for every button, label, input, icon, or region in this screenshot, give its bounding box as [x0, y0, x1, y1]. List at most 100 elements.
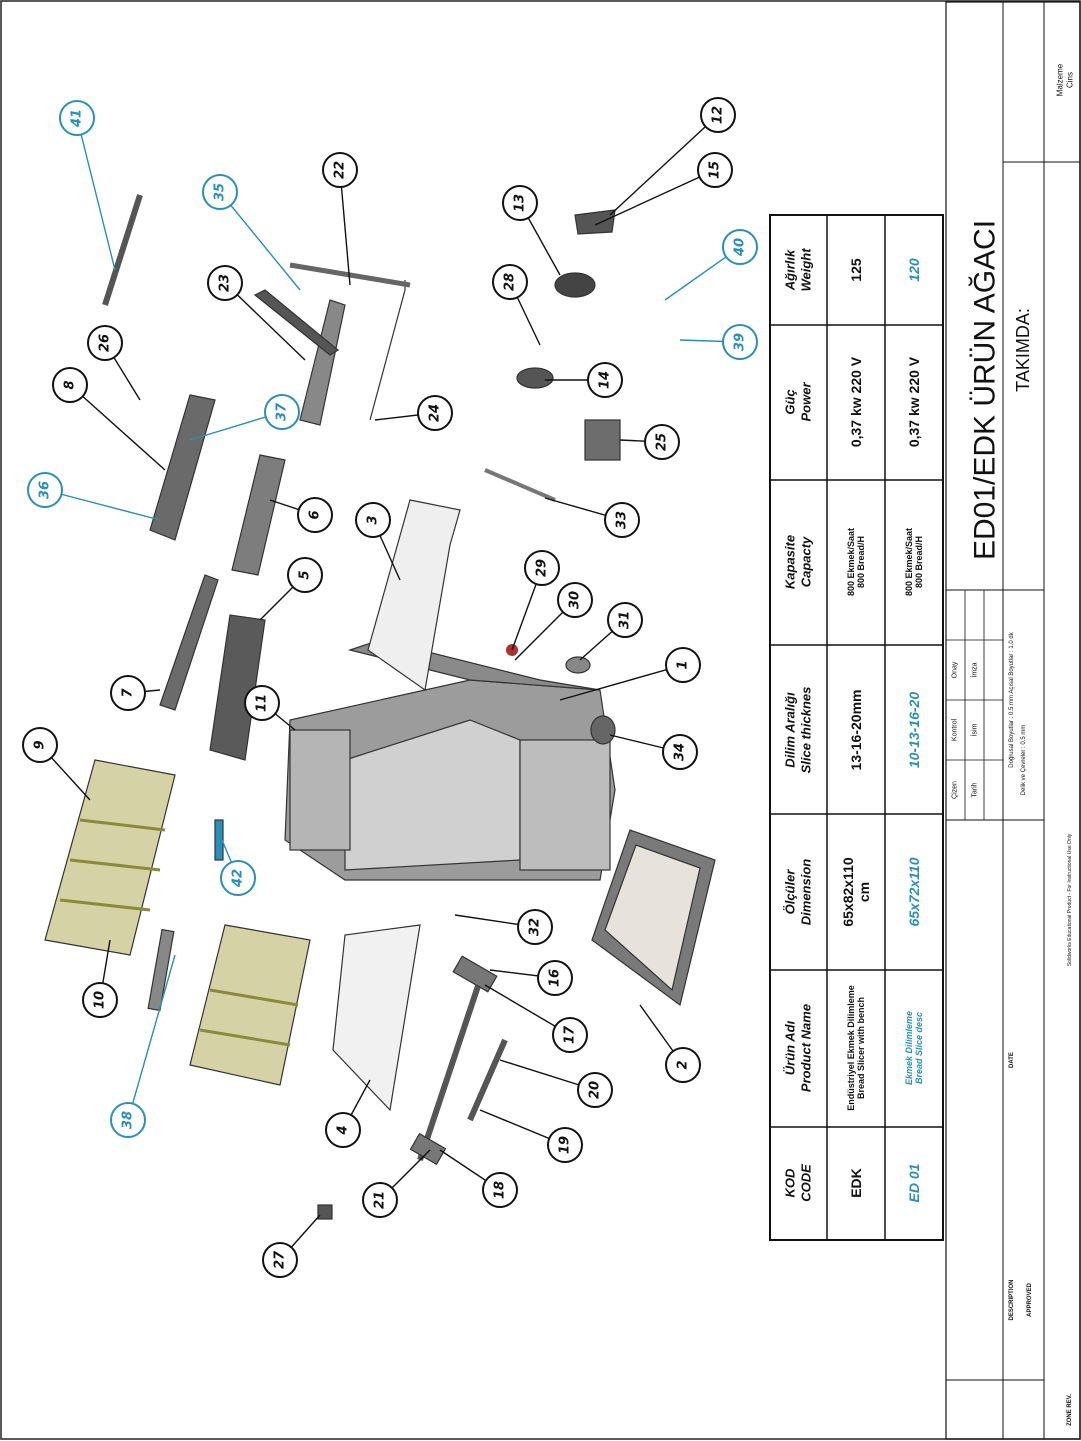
- svg-text:KOD: KOD: [783, 1168, 798, 1198]
- revision-zone: ZONE REV.: [1067, 1394, 1073, 1426]
- part-grate-upper: [44, 759, 176, 956]
- svg-text:Dilim Aralığı: Dilim Aralığı: [783, 692, 798, 768]
- callout-25: 25: [644, 424, 680, 460]
- callout-10: 10: [82, 982, 118, 1018]
- part-22-stand: [369, 280, 406, 421]
- callout-32: 32: [517, 909, 553, 945]
- svg-text:APPROVED: APPROVED: [1027, 1283, 1033, 1317]
- callout-4: 4: [325, 1112, 361, 1148]
- svg-text:33: 33: [615, 511, 630, 529]
- svg-text:10-13-16-20: 10-13-16-20: [906, 692, 922, 768]
- part-41-rod: [102, 194, 143, 306]
- callout-3: 3: [355, 502, 391, 538]
- svg-text:40: 40: [733, 238, 748, 257]
- label-cizen: Çizen: [952, 781, 959, 799]
- svg-text:Solidworks Educational Product: Solidworks Educational Product - For Ins…: [1067, 833, 1073, 966]
- callout-8: 8: [52, 367, 88, 403]
- part-18: [409, 1132, 447, 1166]
- callout-35: 35: [202, 174, 238, 210]
- callout-13: 13: [502, 185, 538, 221]
- svg-text:30: 30: [568, 591, 583, 609]
- table-cell-1-6: 120: [906, 258, 922, 282]
- svg-text:Ürün Adı: Ürün Adı: [783, 1020, 798, 1075]
- svg-text:DESCRIPTION: DESCRIPTION: [1009, 1279, 1015, 1320]
- part-34: [590, 715, 616, 745]
- svg-text:17: 17: [563, 1025, 578, 1044]
- svg-text:Bread Slice desc: Bread Slice desc: [914, 1012, 924, 1084]
- revision-approved: APPROVED: [1027, 1283, 1033, 1317]
- svg-text:800 Bread/H: 800 Bread/H: [914, 536, 924, 588]
- callout-2: 2: [665, 1047, 701, 1083]
- svg-text:23: 23: [218, 274, 233, 292]
- svg-text:24: 24: [428, 404, 443, 422]
- svg-text:Slice thicknes: Slice thicknes: [799, 687, 814, 774]
- svg-text:Güç: Güç: [783, 389, 798, 415]
- svg-text:Product Name: Product Name: [799, 1004, 814, 1092]
- svg-text:36: 36: [38, 481, 53, 499]
- callout-21: 21: [362, 1182, 398, 1218]
- part-13: [554, 272, 596, 298]
- revision-date: DATE: [1009, 1052, 1015, 1068]
- drawing-subtitle: TAKIMDA:: [1013, 308, 1033, 392]
- callout-38: 38: [110, 1102, 146, 1138]
- leader-line-12: [609, 114, 719, 216]
- svg-text:ED01/EDK ÜRÜN AĞACI: ED01/EDK ÜRÜN AĞACI: [969, 220, 1002, 560]
- part-42: [214, 819, 224, 861]
- callout-17: 17: [552, 1017, 588, 1053]
- callout-23: 23: [207, 265, 243, 301]
- table-cell-0-3: 13-16-20mm: [848, 690, 864, 771]
- callout-7: 7: [110, 675, 146, 711]
- svg-text:16: 16: [548, 969, 563, 987]
- svg-text:Malzeme: Malzeme: [1056, 63, 1065, 96]
- callout-12: 12: [700, 97, 736, 133]
- callout-29: 29: [524, 550, 560, 586]
- part-19-shaft: [467, 1038, 508, 1122]
- callout-18: 18: [482, 1172, 518, 1208]
- tolerance-linear: Doğrusal Boyutlar : 0.5 mm Açısal Boyutl…: [1009, 631, 1015, 767]
- table-cell-1-2: 65x72x110: [906, 857, 922, 926]
- callout-30: 30: [557, 582, 593, 618]
- svg-text:125: 125: [848, 258, 864, 282]
- callout-1: 1: [665, 647, 701, 683]
- svg-text:10: 10: [93, 991, 108, 1009]
- drawing-title: ED01/EDK ÜRÜN AĞACI: [969, 220, 1002, 560]
- svg-text:İmza: İmza: [970, 662, 979, 677]
- svg-text:Delik ve Çevreler : 0.5 mm: Delik ve Çevreler : 0.5 mm: [1021, 725, 1027, 796]
- svg-text:38: 38: [121, 1111, 136, 1129]
- svg-text:Ekmek Dilimleme: Ekmek Dilimleme: [904, 1011, 914, 1085]
- footer-note: Solidworks Educational Product - For Ins…: [1067, 833, 1073, 966]
- callout-33: 33: [604, 502, 640, 538]
- svg-text:34: 34: [673, 743, 688, 761]
- svg-text:Power: Power: [799, 382, 814, 422]
- callout-5: 5: [287, 557, 323, 593]
- callout-9: 9: [22, 727, 58, 763]
- callout-26: 26: [87, 325, 123, 361]
- table-cell-1-5: 0,37 kw 220 V: [906, 356, 922, 447]
- svg-text:cm: cm: [856, 882, 872, 902]
- leader-line-15: [594, 169, 716, 226]
- svg-text:TAKIMDA:: TAKIMDA:: [1013, 308, 1033, 392]
- svg-text:Onay: Onay: [952, 661, 959, 678]
- leader-line-41: [76, 117, 116, 271]
- svg-text:41: 41: [70, 109, 85, 128]
- part-23: [299, 299, 346, 426]
- callout-11: 11: [244, 685, 280, 721]
- part-top-plate: [367, 499, 461, 692]
- callout-28: 28: [492, 264, 528, 300]
- svg-text:13-16-20mm: 13-16-20mm: [848, 690, 864, 771]
- leader-line-38: [127, 954, 176, 1121]
- svg-text:Ağırlık: Ağırlık: [783, 249, 798, 291]
- leader-line-36: [44, 489, 161, 521]
- svg-text:5: 5: [298, 570, 313, 579]
- svg-text:39: 39: [733, 333, 748, 351]
